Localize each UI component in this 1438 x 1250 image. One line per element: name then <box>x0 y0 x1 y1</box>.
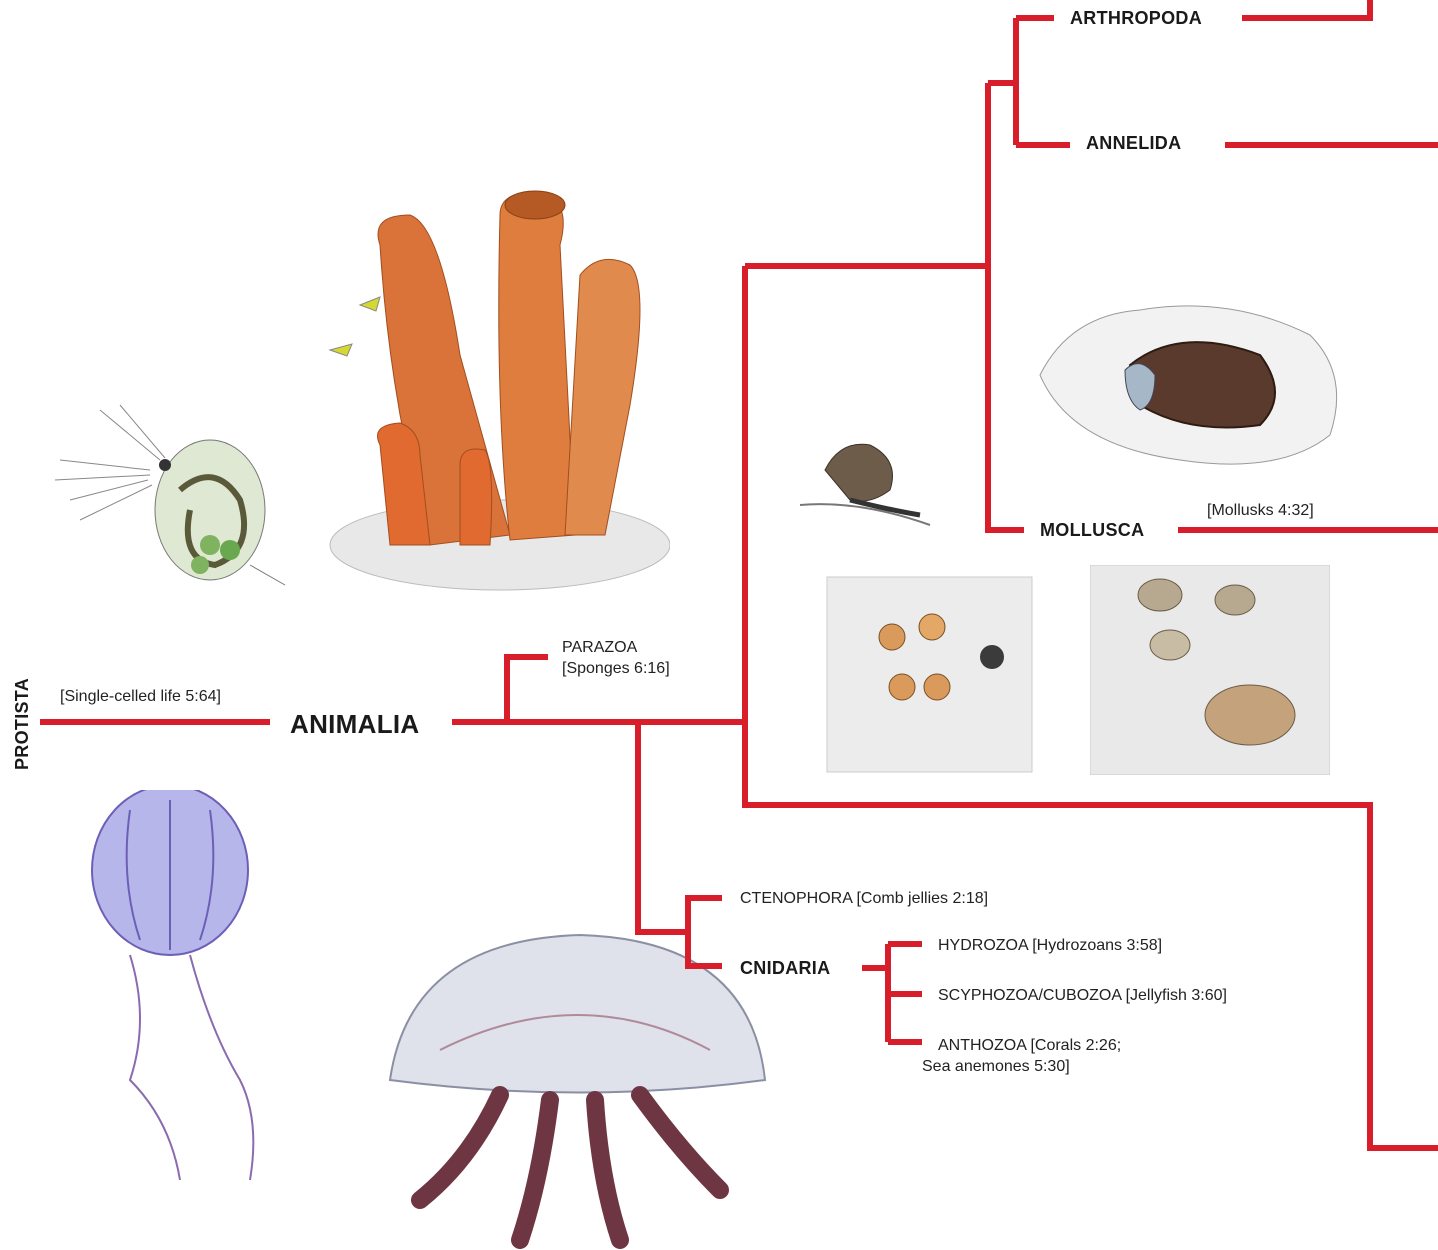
parazoa-branch <box>507 657 548 722</box>
node-animalia: ANIMALIA <box>290 709 420 740</box>
parazoa-ref-label: [Sponges 6:16] <box>562 658 670 679</box>
cnidaria-ctenophora-trunk <box>638 722 688 932</box>
arthropoda-annelida-fork <box>988 18 1016 145</box>
protostome-trunk <box>988 83 1024 530</box>
node-parazoa: PARAZOA <box>562 637 637 658</box>
node-protista: PROTISTA <box>12 678 33 770</box>
cnidaria-subtree <box>862 944 888 1042</box>
ctenophora-branch <box>688 898 722 932</box>
node-annelida: ANNELIDA <box>1086 133 1181 154</box>
node-scyphozoa-cubozoa: SCYPHOZOA/CUBOZOA [Jellyfish 3:60] <box>938 985 1227 1006</box>
node-ctenophora: CTENOPHORA [Comb jellies 2:18] <box>740 888 988 909</box>
node-arthropoda: ARTHROPODA <box>1070 8 1202 29</box>
anthozoa-ref-label: Sea anemones 5:30] <box>922 1056 1070 1077</box>
node-anthozoa: ANTHOZOA [Corals 2:26; <box>938 1035 1121 1056</box>
node-hydrozoa: HYDROZOA [Hydrozoans 3:58] <box>938 935 1162 956</box>
cnidaria-branch <box>688 932 722 966</box>
mollusca-ref-label: [Mollusks 4:32] <box>1207 500 1314 521</box>
node-mollusca: MOLLUSCA <box>1040 520 1144 541</box>
bilateria-trunk <box>745 266 1438 1148</box>
protista-ref-label: [Single-celled life 5:64] <box>60 686 221 707</box>
node-cnidaria: CNIDARIA <box>740 958 830 979</box>
